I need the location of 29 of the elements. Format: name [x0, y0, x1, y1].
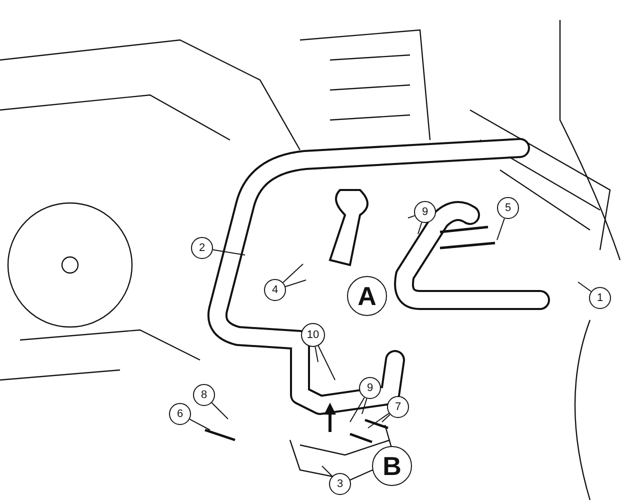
leader-line	[362, 398, 368, 414]
callout-number: 9	[414, 201, 436, 223]
callout-number: 10	[301, 323, 325, 347]
leader-line	[408, 215, 416, 218]
callout-number: 6	[169, 403, 191, 425]
leader-line	[578, 282, 592, 292]
leader-line	[350, 396, 365, 422]
callout-number: 7	[387, 396, 409, 418]
leader-line	[382, 414, 390, 422]
callout-number: 4	[264, 279, 286, 301]
leader-line	[418, 222, 422, 234]
leader-line	[318, 345, 336, 380]
callout-number: 5	[497, 197, 519, 219]
leader-line	[282, 264, 304, 284]
leader-line	[314, 346, 318, 362]
leader-line	[284, 280, 306, 288]
leader-line	[368, 412, 390, 428]
leader-line	[322, 466, 333, 477]
callout-number: 8	[193, 384, 215, 406]
callout-number: 3	[329, 473, 351, 495]
leader-line	[496, 218, 505, 240]
callout-number: 2	[191, 237, 213, 259]
view-letter: A	[347, 276, 387, 316]
leader-line	[211, 402, 228, 420]
leader-line	[212, 249, 246, 256]
callout-number: 9	[359, 377, 381, 399]
callout-number: 1	[589, 287, 611, 309]
view-letter: B	[372, 446, 412, 486]
leader-line	[189, 418, 210, 430]
